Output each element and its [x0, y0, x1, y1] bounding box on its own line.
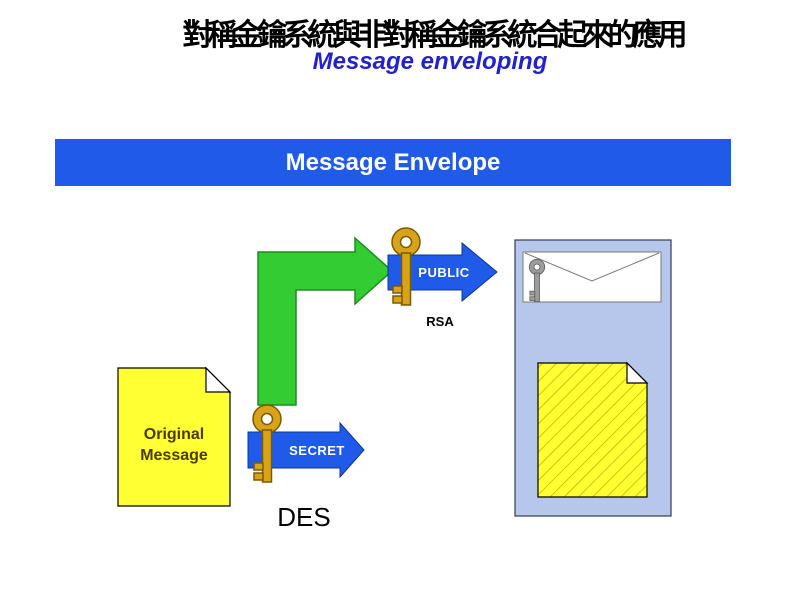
original-message-line2: Message [140, 447, 208, 464]
banner: Message Envelope [55, 139, 731, 186]
envelope-icon [522, 251, 662, 303]
rsa-label: RSA [426, 314, 454, 329]
des-label: DES [277, 502, 331, 532]
envelope-key-icon [528, 258, 546, 303]
public-key-icon [391, 227, 421, 306]
original-message-label: Original Message [118, 424, 230, 466]
slide-title: 對稱金鑰系統與非對稱金鑰系統合起來的應用 [182, 19, 688, 52]
slide-subtitle: Message enveloping [312, 48, 548, 75]
original-message-line1: Original [143, 426, 205, 443]
secret-key-icon [252, 404, 282, 483]
public-label: PUBLIC [418, 265, 470, 280]
secret-label: SECRET [289, 443, 345, 458]
original-message-doc-icon [117, 366, 232, 507]
encrypted-message-doc-icon [537, 361, 649, 498]
green-elbow-arrow [257, 236, 394, 406]
banner-label: Message Envelope [285, 148, 501, 176]
